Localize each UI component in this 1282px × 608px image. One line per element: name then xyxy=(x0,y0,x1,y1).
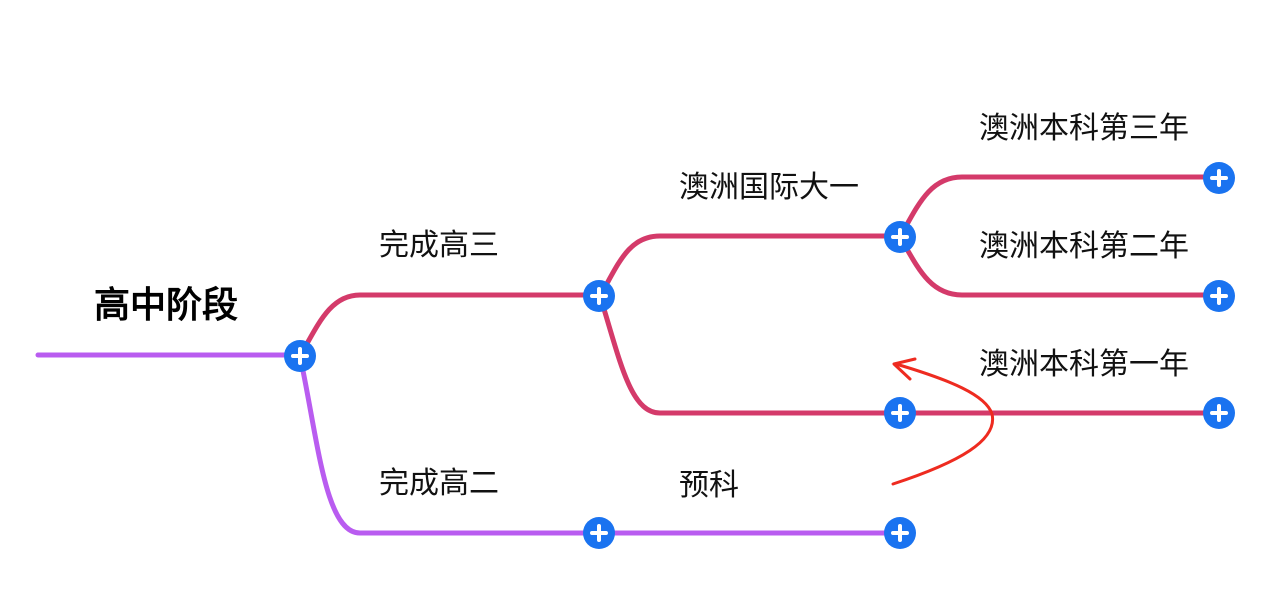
node-foundation-label[interactable]: 预科 xyxy=(679,468,739,503)
node-senior3-label[interactable]: 完成高三 xyxy=(379,228,499,263)
curved-arrow-icon xyxy=(891,357,995,486)
node-bachelor-year2-label[interactable]: 澳洲本科第二年 xyxy=(979,229,1189,264)
node-bachelor-year1-label[interactable]: 澳洲本科第一年 xyxy=(979,347,1189,382)
expand-button-bachelor-year2[interactable] xyxy=(1203,280,1235,312)
annotation-arrow-head xyxy=(892,357,917,381)
annotation-arrow-curve xyxy=(891,362,995,486)
node-bachelor-year3-label[interactable]: 澳洲本科第三年 xyxy=(979,111,1189,146)
node-senior2-label[interactable]: 完成高二 xyxy=(379,466,499,501)
expand-button-root[interactable] xyxy=(284,340,316,372)
expand-button-foundation[interactable] xyxy=(884,517,916,549)
branch-senior3-to-direct xyxy=(597,293,903,416)
expand-button-intl-year1[interactable] xyxy=(884,221,916,253)
node-intl-year1-label[interactable]: 澳洲国际大一 xyxy=(679,170,859,205)
expand-button-senior2[interactable] xyxy=(583,517,615,549)
branch-intl-to-year3 xyxy=(897,174,1222,240)
branch-root-to-senior2 xyxy=(297,353,603,536)
branch-root-to-senior3 xyxy=(297,292,603,359)
expand-button-senior3-direct[interactable] xyxy=(884,397,916,429)
expand-button-bachelor-year3[interactable] xyxy=(1203,162,1235,194)
expand-button-senior3[interactable] xyxy=(583,280,615,312)
expand-button-bachelor-year1[interactable] xyxy=(1203,397,1235,429)
branch-senior3-to-intl xyxy=(597,233,903,299)
node-root-label[interactable]: 高中阶段 xyxy=(94,285,239,326)
